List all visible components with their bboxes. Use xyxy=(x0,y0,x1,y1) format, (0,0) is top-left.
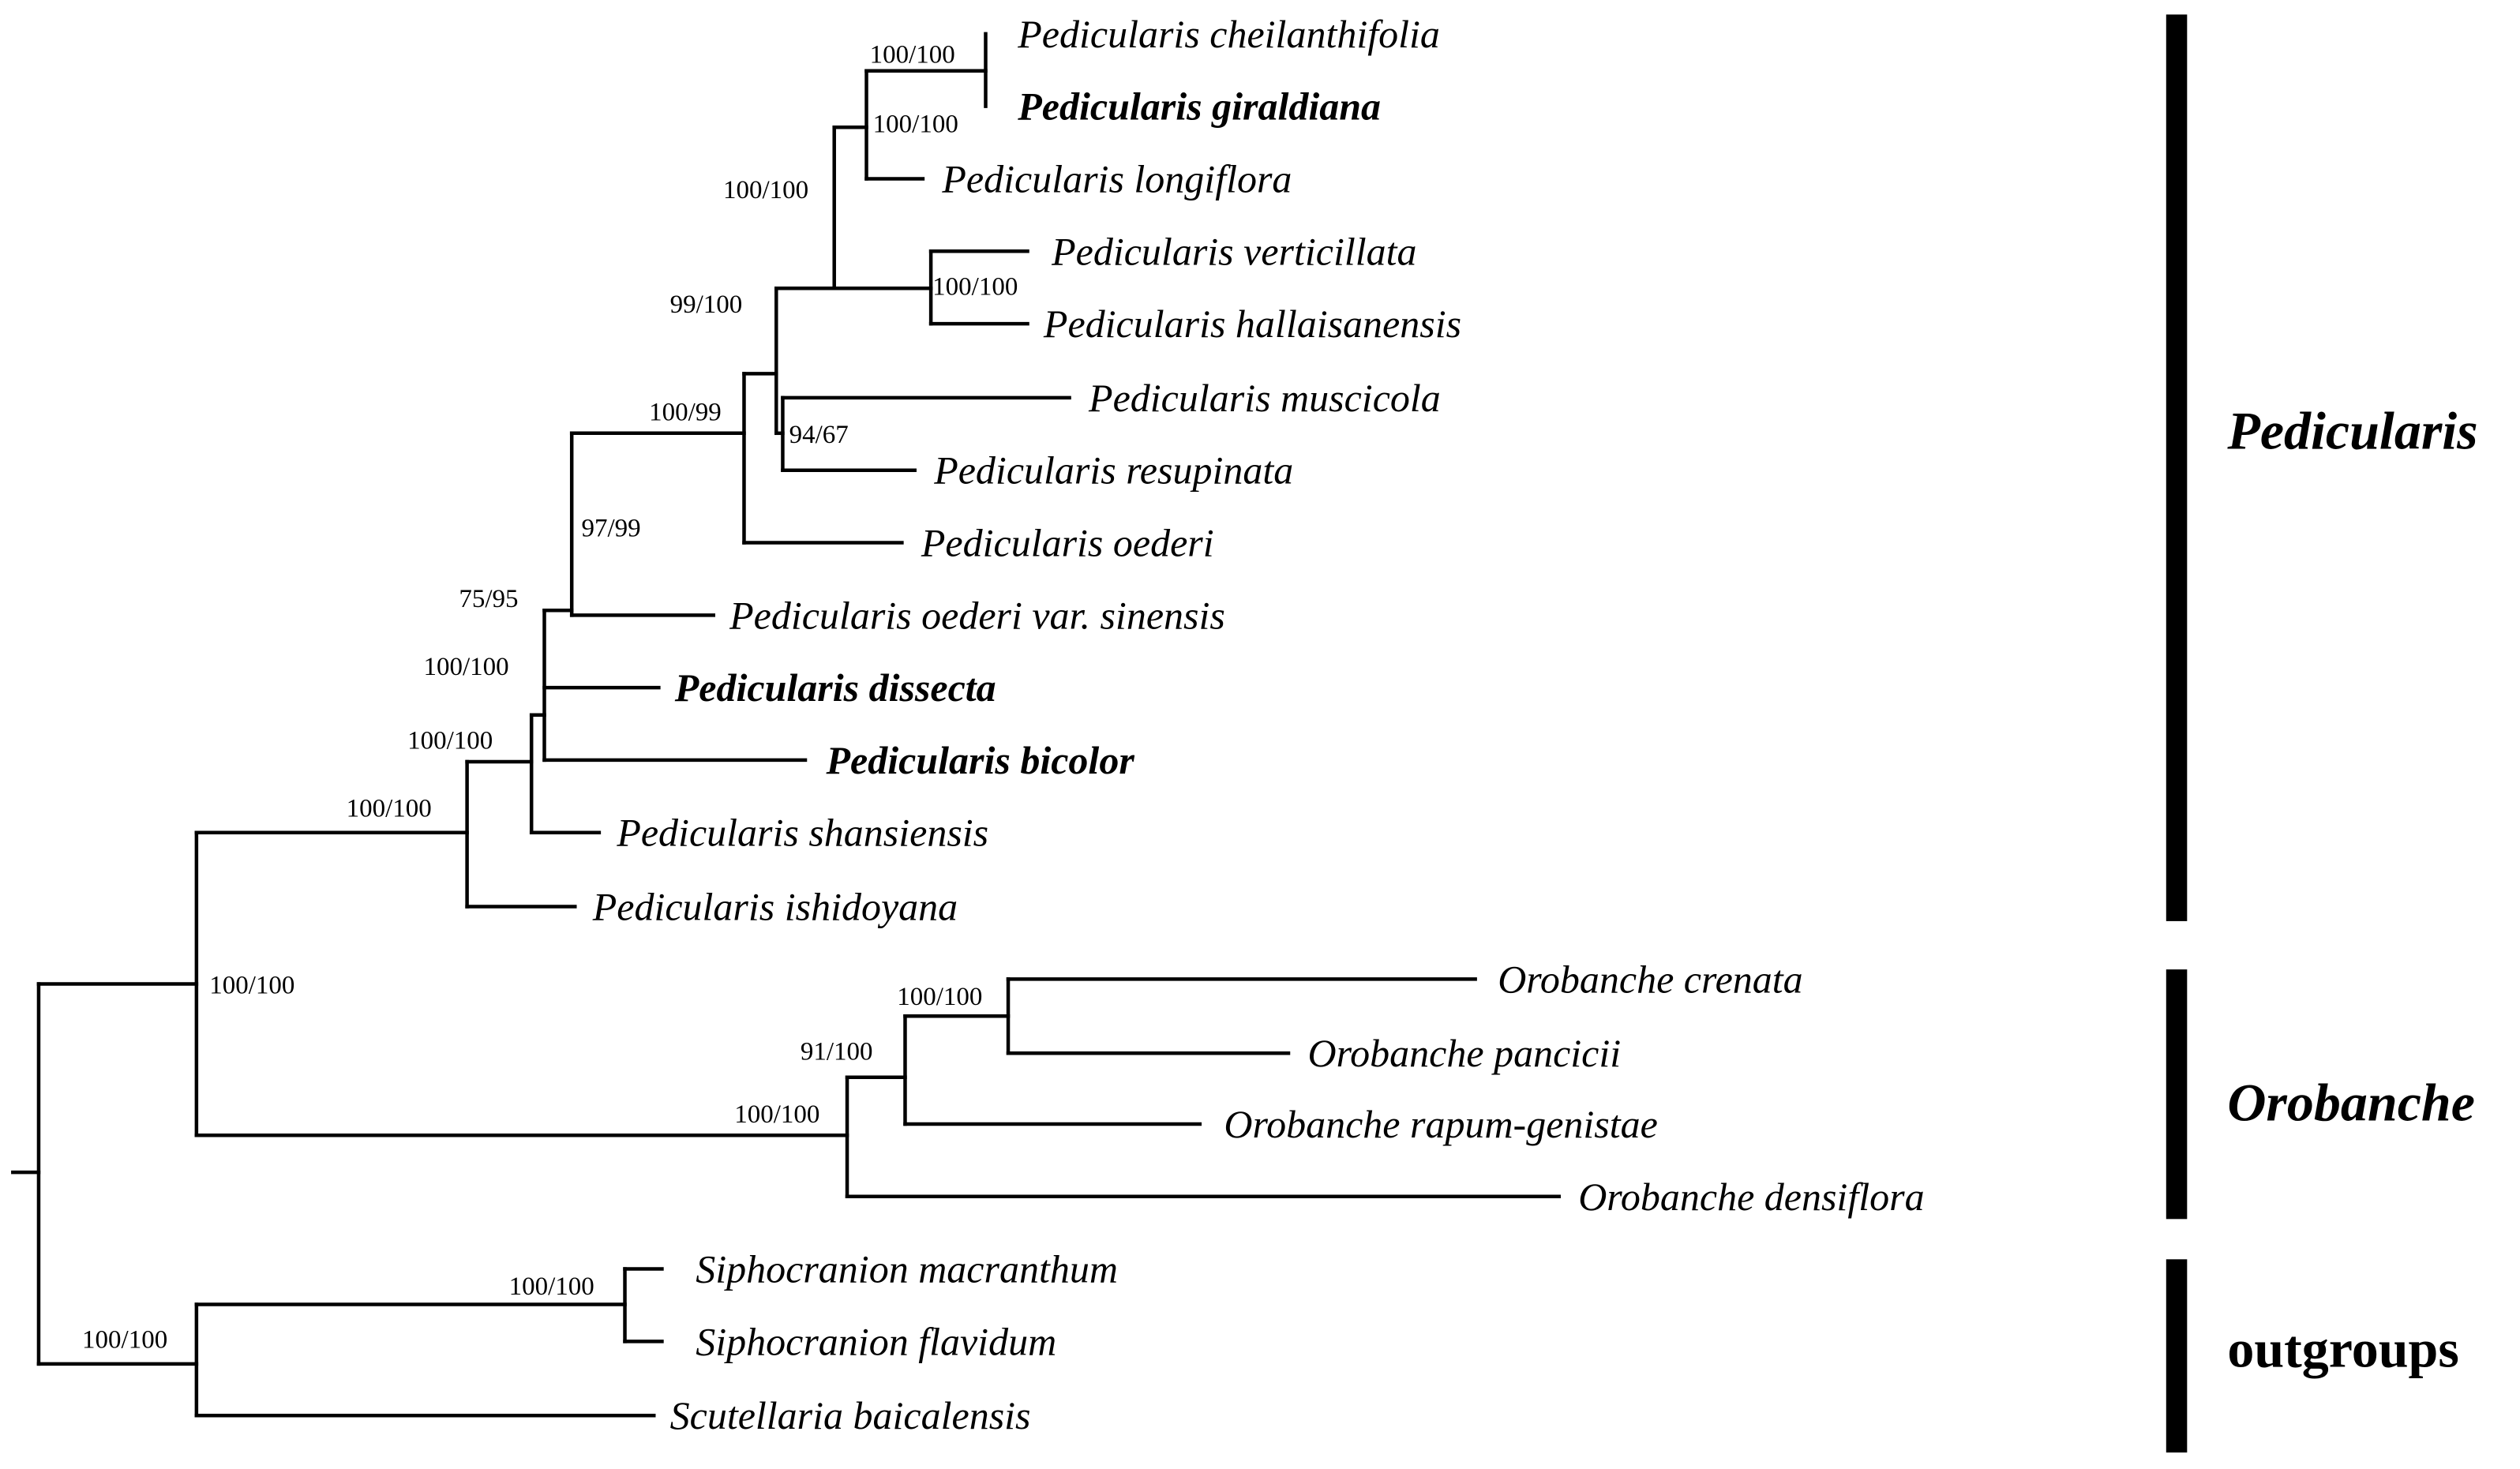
taxon-label: Pedicularis muscicola xyxy=(1088,376,1441,420)
support-value: 75/95 xyxy=(459,585,518,613)
clade-bar xyxy=(2166,969,2188,1220)
taxon-label: Pedicularis oederi xyxy=(921,521,1214,565)
support-value: 100/100 xyxy=(407,727,493,755)
support-value: 97/99 xyxy=(581,514,640,542)
clade-bar xyxy=(2166,14,2188,921)
clade-label: Orobanche xyxy=(2227,1072,2475,1132)
support-value: 91/100 xyxy=(801,1037,873,1066)
taxon-label: Orobanche pancicii xyxy=(1307,1031,1621,1075)
taxon-label: Pedicularis resupinata xyxy=(933,448,1293,493)
support-values: 100/100 100/100 100/100 100/100 99/100 100/99… xyxy=(82,41,1018,1355)
taxon-label: Siphocranion macranthum xyxy=(696,1247,1118,1291)
support-value: 100/100 xyxy=(82,1326,167,1355)
tree-branches xyxy=(11,32,1561,1418)
taxon-label: Pedicularis dissecta xyxy=(674,665,996,710)
taxon-label: Siphocranion flavidum xyxy=(696,1319,1056,1363)
taxon-label: Pedicularis shansiensis xyxy=(616,811,988,855)
support-value: 100/100 xyxy=(509,1272,594,1301)
clade-label: outgroups xyxy=(2227,1319,2459,1379)
support-value: 100/100 xyxy=(897,983,982,1011)
clade-label: Pedicularis xyxy=(2226,401,2477,461)
support-value: 100/100 xyxy=(873,110,958,138)
taxon-label: Pedicularis verticillata xyxy=(1051,229,1416,273)
taxon-label: Orobanche densiflora xyxy=(1578,1175,1924,1219)
taxon-label: Pedicularis giraldiana xyxy=(1017,84,1381,129)
taxon-label: Pedicularis ishidoyana xyxy=(592,885,958,929)
support-value: 100/100 xyxy=(424,653,509,681)
taxon-label: Pedicularis cheilanthifolia xyxy=(1017,12,1440,56)
support-value: 100/100 xyxy=(870,41,955,69)
support-value: 94/67 xyxy=(789,421,849,449)
support-value: 100/100 xyxy=(932,272,1018,301)
support-value: 99/100 xyxy=(670,290,743,319)
taxon-label: Pedicularis hallaisanensis xyxy=(1043,302,1461,346)
taxon-label: Pedicularis oederi var. sinensis xyxy=(729,593,1225,637)
support-value: 100/99 xyxy=(649,398,722,426)
taxon-label: Scutellaria baicalensis xyxy=(670,1393,1031,1437)
support-value: 100/100 xyxy=(347,794,432,823)
taxon-label: Pedicularis longiflora xyxy=(941,156,1292,200)
support-value: 100/100 xyxy=(723,176,808,204)
taxon-label: Pedicularis bicolor xyxy=(826,738,1135,782)
clade-bar xyxy=(2166,1259,2188,1453)
taxon-label: Orobanche rapum-genistae xyxy=(1224,1102,1657,1146)
support-value: 100/100 xyxy=(209,972,294,1000)
taxon-label: Orobanche crenata xyxy=(1498,957,1802,1001)
support-value: 100/100 xyxy=(734,1100,819,1129)
